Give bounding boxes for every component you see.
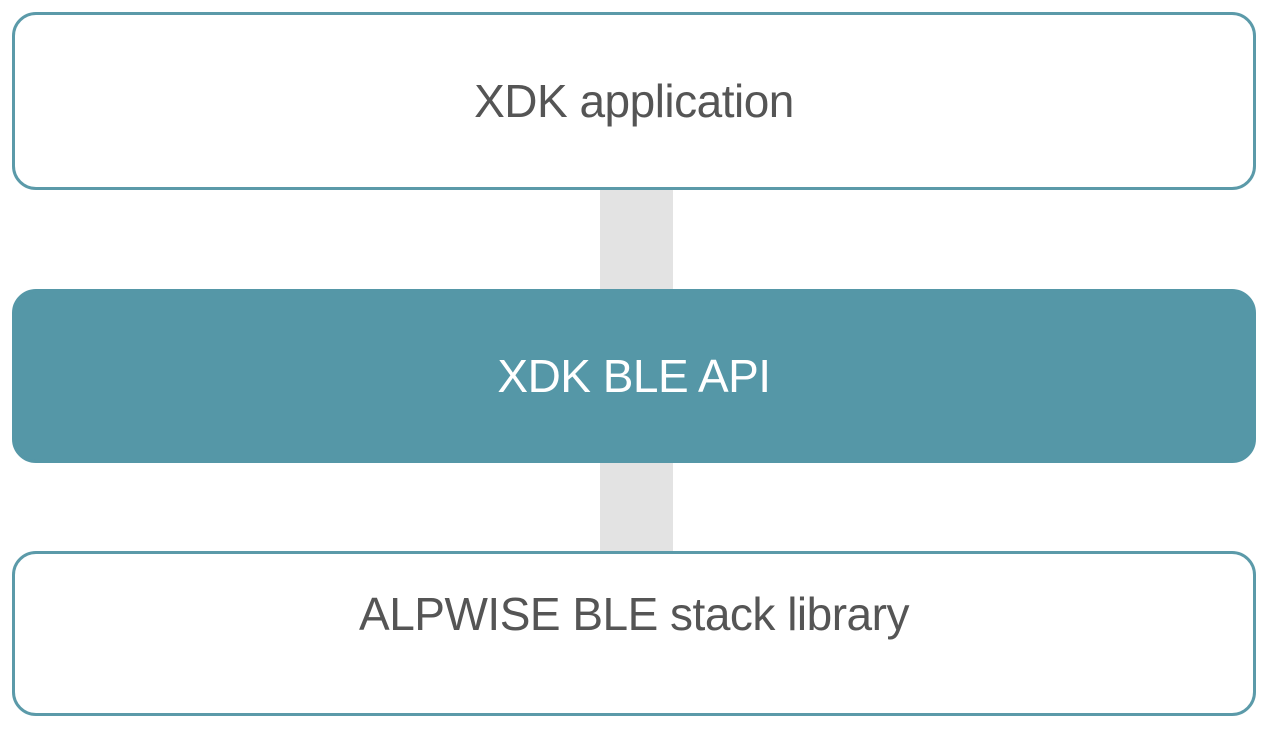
layer-xdk-ble-api: XDK BLE API: [12, 289, 1256, 463]
layer-label: XDK application: [474, 75, 794, 127]
layer-label: ALPWISE BLE stack library: [359, 587, 909, 640]
connector-api-to-stack: [600, 458, 673, 556]
layer-label: XDK BLE API: [497, 350, 771, 402]
layer-xdk-application: XDK application: [12, 12, 1256, 190]
connector-app-to-api: [600, 186, 673, 296]
layer-alpwise-ble-stack-library: ALPWISE BLE stack library: [12, 551, 1256, 716]
